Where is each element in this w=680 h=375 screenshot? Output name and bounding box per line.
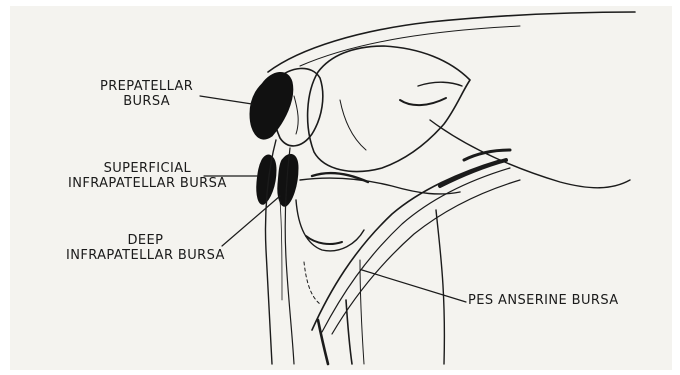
leg-shading-2	[346, 300, 352, 364]
leader-prepatellar	[200, 96, 252, 104]
leader-deep	[222, 196, 280, 246]
tuberosity-dashed	[304, 262, 320, 304]
label-deep-infrapatellar-bursa: DEEP INFRAPATELLAR BURSA	[66, 233, 225, 263]
label-prepatellar-bursa: PREPATELLAR BURSA	[100, 79, 193, 109]
tendon-detail	[280, 200, 282, 300]
label-superficial-line1: SUPERFICIAL	[68, 161, 227, 176]
tibial-plateau	[300, 178, 460, 194]
thigh-upper-contour-inner	[300, 26, 520, 66]
label-superficial-line2: INFRAPATELLAR BURSA	[68, 176, 227, 191]
pes-tendon-shading-2	[464, 150, 510, 160]
pes-tendon-3	[332, 180, 520, 334]
back-leg-contour	[436, 210, 444, 364]
leader-pes-anserine	[362, 270, 466, 302]
condyle-shading-3	[418, 82, 462, 86]
label-pes-anserine-bursa: PES ANSERINE BURSA	[468, 293, 619, 308]
label-deep-line2: INFRAPATELLAR BURSA	[66, 248, 225, 263]
condyle-shading-2	[400, 98, 446, 105]
patella-shading	[294, 96, 298, 134]
label-deep-line1: DEEP	[66, 233, 225, 248]
condyle-shading-1	[340, 100, 366, 150]
femoral-condyle	[308, 46, 470, 171]
label-superficial-infrapatellar-bursa: SUPERFICIAL INFRAPATELLAR BURSA	[68, 161, 227, 191]
leg-shading-1	[318, 320, 328, 364]
label-prepatellar-line2: BURSA	[100, 94, 193, 109]
label-pes-anserine-text: PES ANSERINE BURSA	[468, 293, 619, 308]
prepatellar-bursa	[250, 72, 293, 139]
leg-mid-line	[360, 260, 364, 364]
label-prepatellar-line1: PREPATELLAR	[100, 79, 193, 94]
thigh-upper-contour	[268, 12, 635, 72]
